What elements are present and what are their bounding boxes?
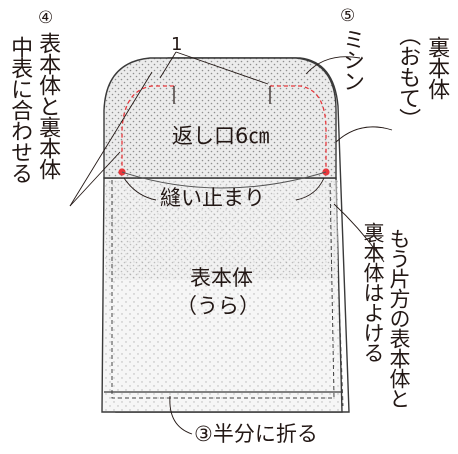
leader-step4-a	[69, 71, 153, 207]
leader-step5	[305, 56, 361, 75]
leader-fold	[169, 395, 193, 435]
leader-side	[333, 203, 385, 263]
outer-body-label-line1: 表本体	[190, 266, 253, 290]
leader-stop-left	[123, 177, 157, 201]
leader-lining	[335, 126, 393, 143]
step4-text-line1: 表本体と裏本体	[35, 32, 61, 179]
count-one-label: 1	[171, 34, 183, 55]
return-gap-label: 返し口6㎝	[172, 124, 270, 148]
outer-body-label-line2: （うら）	[176, 294, 260, 318]
fold-label: ③半分に折る	[194, 422, 318, 446]
leader-step4-b	[69, 151, 121, 207]
step5-text: ミシン	[339, 28, 365, 91]
step4-number: ④	[38, 8, 54, 28]
step4-text-line2: 中表に合わせる	[7, 36, 33, 183]
stop-curve	[121, 171, 327, 189]
stop-point-label: 縫い止まり	[160, 186, 265, 210]
side-note-line2: 裏本体はよける	[361, 222, 386, 362]
leader-one-a	[159, 51, 177, 79]
leader-one-b	[175, 51, 269, 85]
red-stitch-line-right	[270, 85, 327, 172]
leader-stop-right	[295, 177, 325, 201]
step5-number: ⑤	[340, 6, 356, 26]
side-note-line1: もう片方の表本体と	[387, 228, 412, 408]
red-stitch-line-left	[121, 85, 174, 172]
body-seam-line	[111, 179, 335, 399]
body-upper-flap	[103, 57, 337, 179]
lining-label-line2: （おもて）	[395, 24, 421, 129]
lining-label-line1: 裏本体	[424, 36, 450, 99]
